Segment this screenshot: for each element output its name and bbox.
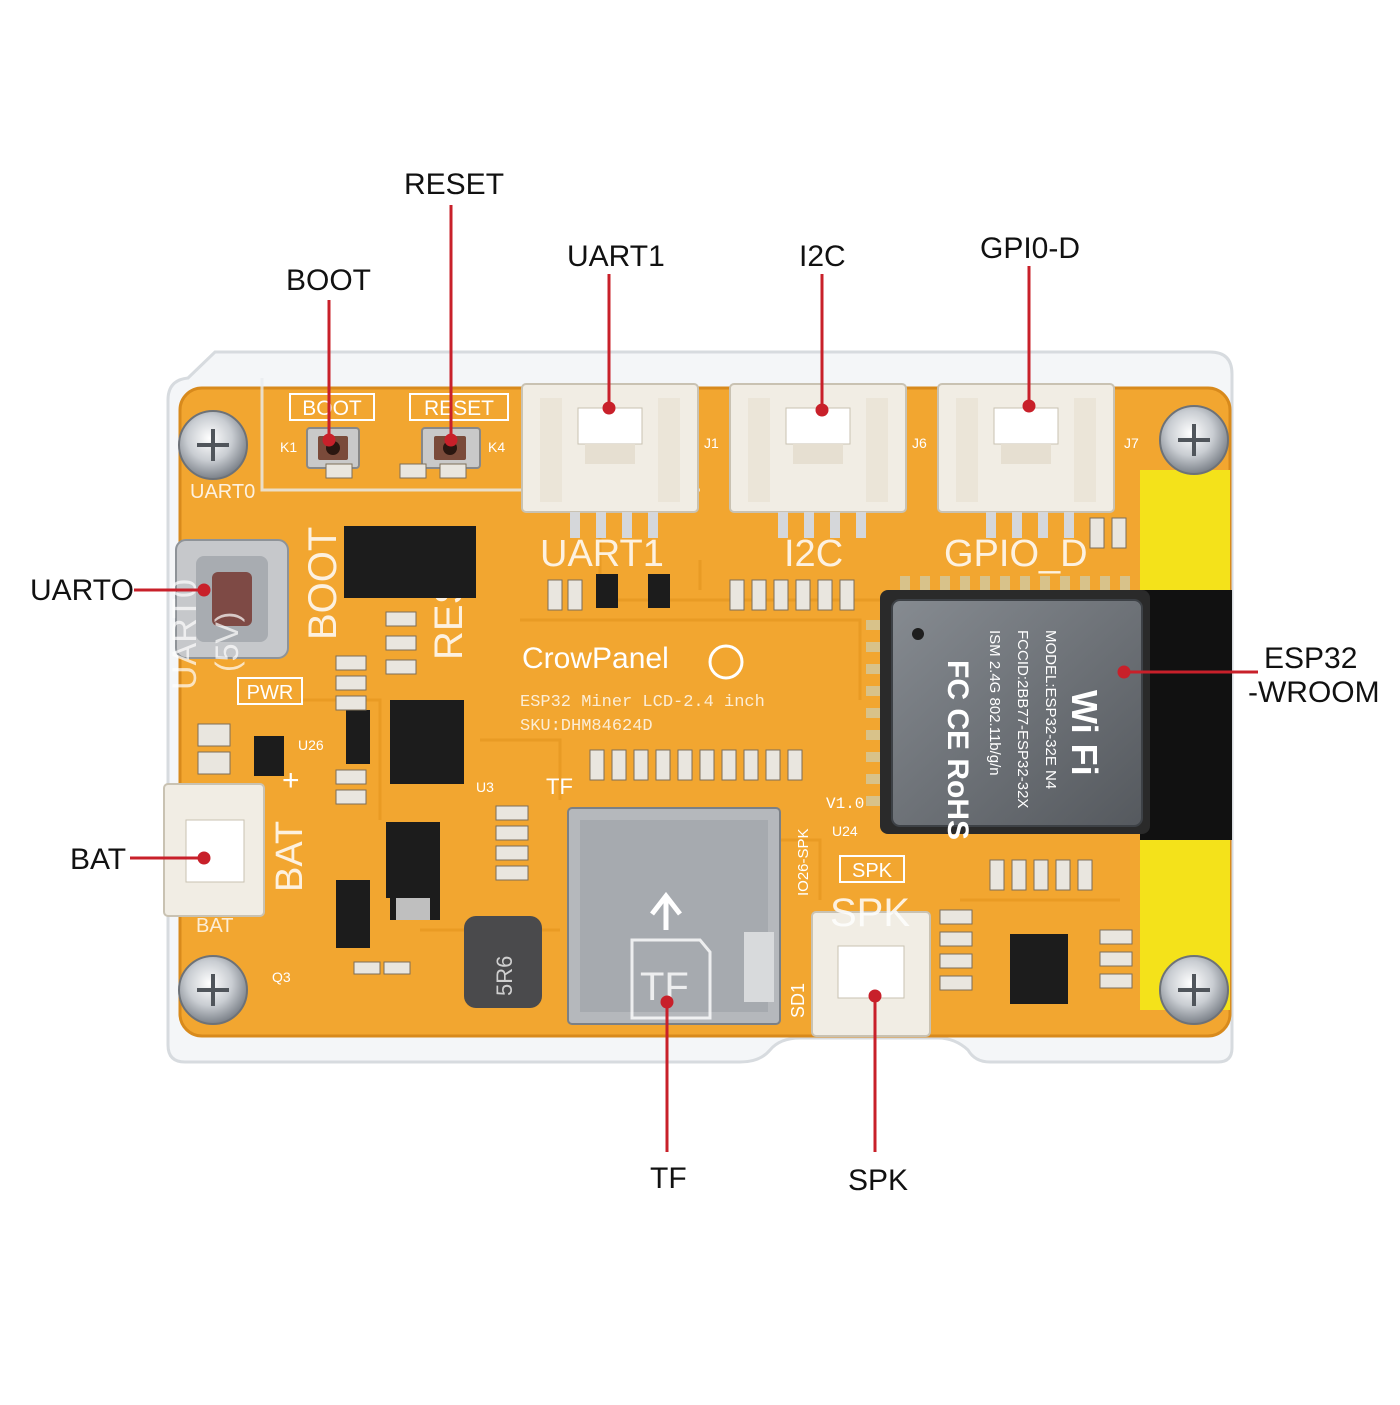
connector-pins [570,512,1074,538]
plus-silk: + [282,764,300,797]
svg-text:ISM 2.4G 802.11b/g/n: ISM 2.4G 802.11b/g/n [986,630,1003,776]
k1-silk: K1 [280,439,297,455]
ic-chip [390,700,464,784]
spk-silk-big: SPK [830,891,910,935]
reset-silk-box [409,393,509,421]
esp32-callout-label: ESP32 -WROOM [1248,642,1380,710]
u3-silk: U3 [476,779,494,795]
tf-callout-label: TF [650,1162,687,1195]
j6-silk: J6 [912,435,927,451]
bat-silk-big: BAT [269,821,311,892]
boot-button[interactable] [306,427,360,469]
uart1-silk-big: UART1 [540,533,664,575]
spk-silk-small: SPK [852,860,893,882]
esp32-castellations [866,576,1130,806]
version-silk: V1.0 [826,795,864,813]
io26-spk-silk: IO26-SPK [795,828,812,896]
ic-chip [254,736,284,776]
screw-icon [1159,405,1229,475]
reset-button[interactable] [421,427,481,469]
i2c-connector[interactable] [729,383,907,513]
gpio-d-connector[interactable] [937,383,1115,513]
esp32-module-label: MODEL:ESP32-32E N4 FCCID:2BB77-ESP32-32X… [941,630,1105,840]
svg-text:5R6: 5R6 [492,956,517,996]
model-silk: ESP32 Miner LCD-2.4 inch [520,693,765,712]
spk-connector[interactable] [811,911,931,1037]
reset-callout-label: RESET [404,168,505,201]
boot-silk-box [289,393,375,421]
up-arrow-icon [650,891,682,930]
uart0-silk-small: UART0 [190,481,255,503]
q3-silk: Q3 [272,969,291,985]
u24-silk: U24 [832,823,858,839]
boot-silk-big: BOOT [301,527,345,640]
esp32-callout-line2: -WROOM [1248,676,1380,709]
screw-icon [178,955,248,1025]
leader-lines [130,205,1258,1152]
ic-chip [346,710,370,764]
bat-silk-small: BAT [196,915,233,937]
esp32-callout-line1: ESP32 [1264,642,1358,675]
i2c-silk-big: I2C [784,533,843,575]
uart1-connector[interactable] [521,383,699,513]
pwr-silk-box [237,677,303,705]
svg-text:Wi Fi: Wi Fi [1064,690,1105,776]
brand-silk: CrowPanel [522,642,669,675]
uart0-silk-big: UART0 [166,579,204,690]
sd1-silk: SD1 [788,983,808,1018]
ic-chip [596,574,618,608]
j7-silk: J7 [1124,435,1139,451]
uart0-callout-label: UARTO [30,574,134,607]
five-v-silk: (5V) [209,612,245,672]
k4-silk: K4 [488,439,505,455]
uart1-callout-label: UART1 [567,240,665,273]
bat-connector[interactable] [163,783,265,917]
spk-silk-box [839,855,905,883]
svg-text:FCCID:2BB77-ESP32-32X: FCCID:2BB77-ESP32-32X [1014,630,1031,808]
ic-chip [336,880,370,948]
spk-callout-label: SPK [848,1164,909,1197]
antenna-black-area [1140,590,1232,840]
sku-silk: SKU:DHM84624D [520,717,653,736]
svg-text:FC CE RoHS: FC CE RoHS [941,660,974,840]
tf-card-slot[interactable] [567,807,781,1025]
i2c-callout-label: I2C [799,240,846,273]
j1-silk: J1 [704,435,719,451]
gpio-d-silk-big: GPIO_D [944,533,1088,575]
esp32-module [880,590,1150,834]
inductor: 5R6 [464,916,542,1008]
mosfet [386,822,440,920]
boot-callout-label: BOOT [286,264,372,297]
svg-text:MODEL:ESP32-32E N4: MODEL:ESP32-32E N4 [1042,630,1059,789]
boot-silk-label: BOOT [302,397,362,420]
screw-icon [1159,955,1229,1025]
u26-silk: U26 [298,737,324,753]
gpio-d-callout-label: GPI0-D [980,232,1081,265]
brand-logo [708,644,744,680]
ic-chip [344,526,476,598]
pwr-silk: PWR [247,682,294,704]
smd-components [197,463,1133,991]
ic-chip [648,574,670,608]
screw-icon [178,410,248,480]
bat-callout-label: BAT [70,843,127,876]
uart0-usb-port[interactable] [175,539,289,659]
ic-chip [1010,934,1068,1004]
reset-silk-label: RESET [424,397,494,420]
tf-silk-small: TF [546,774,573,799]
